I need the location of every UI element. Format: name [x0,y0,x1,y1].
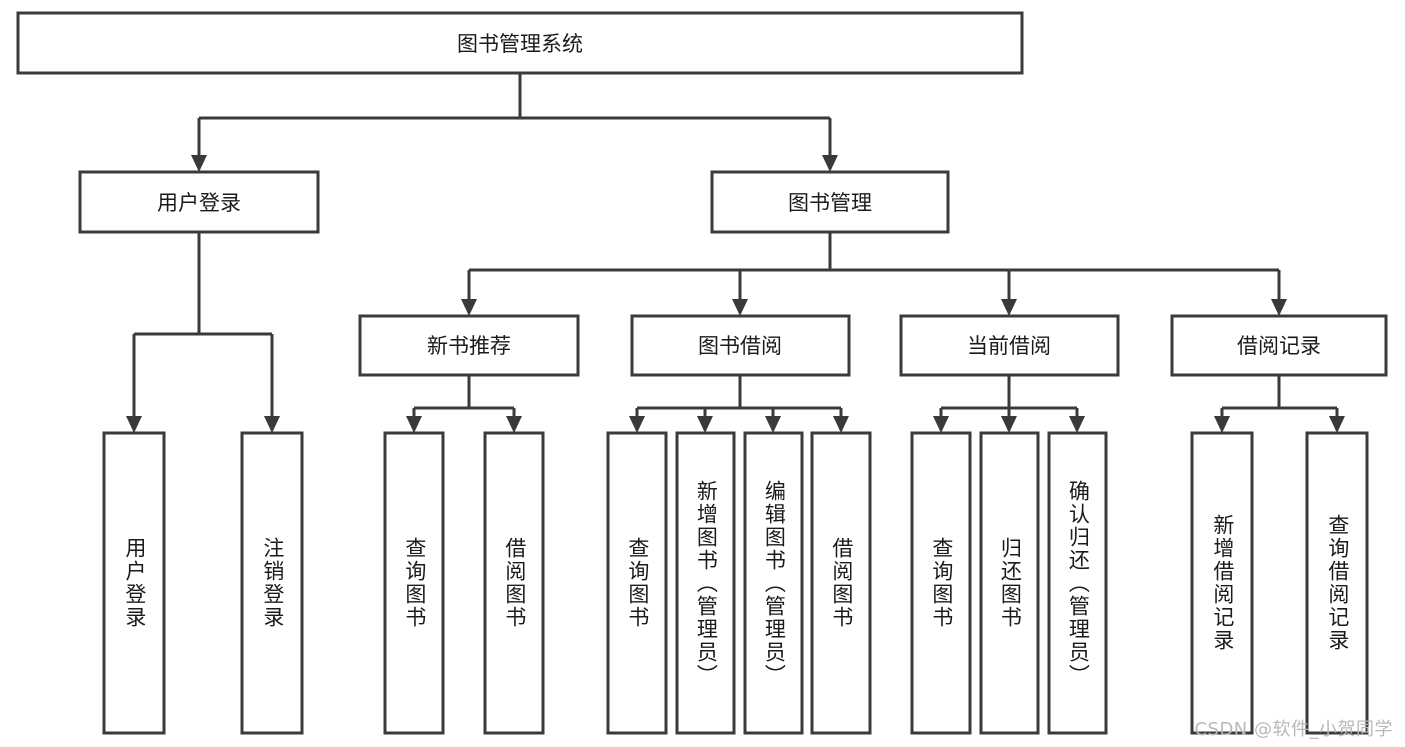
node-leaf-logout[interactable] [240,431,304,735]
arrow-to-book-borrow [732,299,748,316]
arrow-to-leaf-add-record [1214,416,1230,433]
node-leaf-borrow-book-2[interactable] [810,431,872,735]
arrow-to-leaf-borrow-book-2 [833,416,849,433]
node-leaf-query-book-3[interactable] [910,431,972,735]
node-leaf-borrow-book-1[interactable] [483,431,545,735]
node-current-borrow[interactable]: 当前借阅 [899,314,1120,377]
node-current-borrow-label: 当前借阅 [967,334,1051,358]
edge-group-book-manage-to-level2 [467,232,1281,299]
node-root[interactable]: 图书管理系统 [16,11,1024,75]
edge-group-new-book-recommend-to-leaves [412,375,516,416]
arrow-to-leaf-add-book [697,416,713,433]
node-new-book-recommend[interactable]: 新书推荐 [358,314,580,377]
arrow-to-leaf-query-book-2 [629,416,645,433]
node-leaf-query-record[interactable] [1305,431,1369,735]
node-user-login[interactable]: 用户登录 [78,170,320,234]
arrow-to-current-borrow [1001,299,1017,316]
arrow-to-leaf-return-book [1001,416,1017,433]
node-leaf-query-book-2[interactable] [606,431,668,735]
arrow-to-leaf-query-book-1 [406,416,422,433]
node-leaf-return-book[interactable] [979,431,1040,735]
node-root-label: 图书管理系统 [457,32,583,56]
node-book-borrow-label: 图书借阅 [698,334,782,358]
node-leaf-edit-book[interactable] [743,431,804,735]
node-borrow-record-label: 借阅记录 [1237,334,1321,358]
node-leaf-add-record[interactable] [1190,431,1254,735]
edge-group-borrow-record-to-leaves [1220,375,1339,416]
edge-group-user-login-to-leaves [132,232,274,416]
edge-group-book-borrow-to-leaves [635,375,843,416]
arrow-to-borrow-record [1271,299,1287,316]
node-borrow-record[interactable]: 借阅记录 [1170,314,1388,377]
arrow-to-leaf-confirm-return [1069,416,1085,433]
arrow-to-leaf-query-book-3 [933,416,949,433]
arrow-root-to-user-login [191,155,207,172]
arrow-to-new-book-recommend [461,299,477,316]
node-leaf-user-login[interactable] [102,431,166,735]
arrow-to-leaf-logout [264,416,280,433]
node-book-manage-label: 图书管理 [788,191,872,215]
arrow-root-to-book-manage [822,155,838,172]
node-user-login-label: 用户登录 [157,191,241,215]
node-book-manage[interactable]: 图书管理 [710,170,950,234]
node-leaf-query-book-1[interactable] [383,431,445,735]
node-book-borrow[interactable]: 图书借阅 [630,314,851,377]
edge-group-current-borrow-to-leaves [939,375,1079,416]
edge-group-root-to-level1 [197,73,832,155]
arrow-to-leaf-user-login [126,416,142,433]
arrow-to-leaf-edit-book [765,416,781,433]
arrow-to-leaf-query-record [1329,416,1345,433]
arrow-to-leaf-borrow-book-1 [506,416,522,433]
node-leaf-confirm-return[interactable] [1047,431,1108,735]
watermark-text: CSDN @软件_小贺同学 [1194,719,1393,740]
node-leaf-add-book[interactable] [675,431,736,735]
node-new-book-recommend-label: 新书推荐 [427,334,511,358]
